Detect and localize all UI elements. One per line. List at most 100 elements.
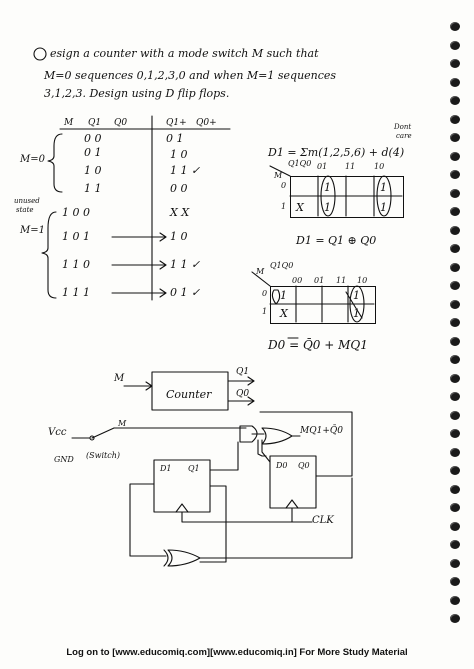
kmap2-col: 01 — [314, 276, 325, 285]
kmap2-grid — [270, 286, 376, 324]
col-q1: Q1 — [88, 118, 102, 128]
kmap1-col: 11 — [345, 162, 356, 171]
brace-m0 — [47, 133, 63, 193]
unused-label-2: state — [16, 206, 34, 214]
kmap2-group — [271, 289, 281, 305]
binding-hole — [450, 133, 460, 142]
binding-hole — [450, 558, 460, 568]
switch-arm — [91, 427, 115, 439]
wire-to-d0 — [261, 439, 271, 463]
binding-hole — [450, 225, 460, 235]
block-out-q0: Q0 — [236, 389, 250, 399]
m1-label: M=1 — [20, 225, 45, 236]
binding-hole — [450, 299, 460, 309]
binding-hole — [450, 40, 460, 50]
clock-wire — [181, 507, 293, 523]
row-state: 0 0 — [84, 132, 102, 145]
kmap1-row-label: 1 — [281, 202, 287, 211]
row-next: 0 0 — [170, 182, 188, 195]
gate-expression: MQ1+Q̄0 — [300, 426, 343, 436]
kmap1-group — [320, 175, 336, 217]
binding-hole — [450, 466, 460, 475]
row-next: 0 1 ✓ — [170, 286, 201, 299]
kmap2-cell: 1 — [280, 289, 287, 302]
ff0-q-label: Q0 — [298, 461, 310, 470]
kmap2-diagonal — [251, 271, 271, 287]
col-q0-next: Q0+ — [196, 118, 217, 128]
binding-hole — [450, 281, 460, 290]
row-next: 1 1 ✓ — [170, 164, 201, 177]
row-next: 0 1 — [166, 132, 184, 145]
bullet-circle — [33, 47, 47, 61]
binding-hole — [450, 373, 460, 383]
kmap1-diagonal — [269, 165, 291, 177]
or-gate — [261, 427, 293, 445]
kmap2-col: 00 — [292, 276, 303, 285]
row-state: 1 1 1 — [62, 286, 90, 299]
row-next: 1 0 — [170, 148, 188, 161]
binding-hole — [450, 614, 460, 623]
binding-hole — [450, 447, 460, 457]
arrow-head — [159, 232, 167, 242]
kmap2-row-label: 1 — [262, 307, 268, 316]
kmap1-grid — [290, 176, 404, 218]
problem-line-1: esign a counter with a mode switch M suc… — [50, 47, 319, 60]
q1-to-and — [209, 441, 239, 471]
col-q0: Q0 — [114, 118, 128, 128]
row-state: 1 1 — [84, 182, 102, 195]
binding-hole — [450, 355, 460, 364]
block-label: Counter — [166, 388, 212, 401]
wire — [199, 485, 227, 563]
arrow-head — [145, 381, 153, 391]
binding-hole — [450, 484, 460, 494]
row-state: 1 0 0 — [62, 206, 90, 219]
clock-marker — [175, 503, 189, 513]
xor-gate-curve — [163, 549, 169, 567]
kmap1-note-2: care — [396, 132, 412, 140]
problem-line-2: M=0 sequences 0,1,2,3,0 and when M=1 seq… — [44, 69, 337, 82]
col-m: M — [64, 118, 74, 128]
ff1-q-label: Q1 — [188, 464, 200, 473]
binding-hole — [450, 410, 460, 420]
binding-hole — [450, 318, 460, 327]
binding-hole — [450, 207, 460, 216]
footer-text: Log on to [www.educomiq.com][www.educomi… — [66, 647, 408, 658]
wire — [257, 439, 267, 457]
kmap1-row-label: 0 — [281, 181, 287, 190]
xor-to-d1 — [129, 483, 155, 557]
row-state: 1 0 — [84, 164, 102, 177]
clock-marker — [285, 499, 299, 509]
kmap2-group — [349, 285, 365, 323]
row-next: X X — [170, 206, 190, 219]
kmap2-group-stroke — [345, 291, 363, 319]
col-q1-next: Q1+ — [166, 118, 187, 128]
kmap2-col: 11 — [336, 276, 347, 285]
kmap1-note-1: Dont — [394, 123, 412, 131]
kmap1-cell: 1 — [380, 181, 387, 194]
m0-label: M=0 — [20, 154, 45, 165]
binding-hole — [450, 336, 460, 346]
binding-hole — [450, 151, 460, 161]
binding-hole — [450, 244, 460, 253]
ff1-d-label: D1 — [160, 464, 172, 473]
kmap1-corner: M — [274, 171, 283, 180]
xor-gate — [167, 549, 201, 567]
kmap2-cell: X — [280, 307, 288, 320]
wire — [199, 477, 353, 559]
block-input-m: M — [114, 373, 125, 384]
binding-hole — [450, 262, 460, 272]
arrow-head — [159, 260, 167, 270]
block-out-q1: Q1 — [236, 367, 250, 377]
binding-hole — [450, 59, 460, 68]
arrow-head — [247, 396, 255, 406]
kmap2-cell: 1 — [353, 307, 360, 320]
kmap2-row-label: 0 — [262, 289, 268, 298]
binding-hole — [450, 429, 460, 438]
counter-block — [151, 371, 229, 411]
row-state: 1 1 0 — [62, 258, 90, 271]
kmap1-equation: D1 = Σm(1,2,5,6) + d(4) — [268, 146, 405, 159]
clk-label: CLK — [312, 515, 334, 526]
binding-hole — [450, 392, 460, 401]
